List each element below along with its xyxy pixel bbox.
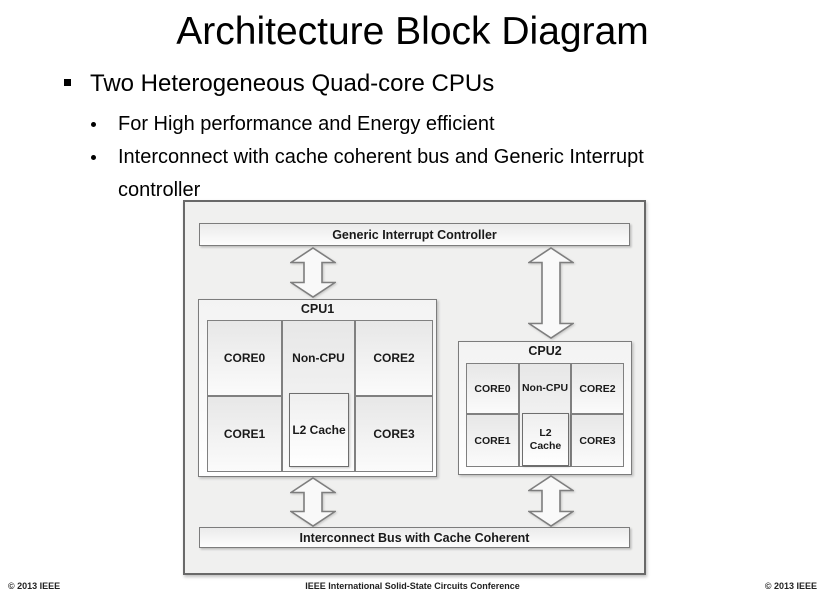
sub-bullet-text: Interconnect with cache coherent bus and…: [118, 146, 644, 201]
double-arrow-gic-cpu1: [290, 247, 336, 298]
dot-bullet-icon: [91, 122, 96, 127]
double-arrow-cpu1-bus: [290, 477, 336, 527]
cpu1-core1-cell: CORE1: [207, 396, 282, 472]
cpu2-core2-cell: CORE2: [571, 363, 624, 414]
cpu2-label: CPU2: [528, 344, 562, 358]
square-bullet-icon: [64, 79, 71, 86]
cpu1-core3-cell: CORE3: [355, 396, 433, 472]
sub-bullet-list: For High performance and Energy efficien…: [91, 108, 666, 207]
dot-bullet-icon: [91, 155, 96, 160]
footer-copyright-left: © 2013 IEEE: [8, 581, 61, 591]
slide-title: Architecture Block Diagram: [176, 10, 649, 53]
footer-copyright-right: © 2013 IEEE: [764, 581, 817, 591]
cpu2-l2-cache-box: L2 Cache: [522, 413, 569, 466]
cpu2-core1-cell: CORE1: [466, 414, 519, 467]
cpu2-block: CPU2 CORE0 Non-CPU CORE2 CORE1 CORE3 L2 …: [458, 341, 632, 475]
cpu2-core3-cell: CORE3: [571, 414, 624, 467]
bullet-level1-text: Two Heterogeneous Quad-core CPUs: [90, 70, 495, 97]
bullet-level1: Two Heterogeneous Quad-core CPUs: [63, 70, 710, 97]
interconnect-bus-label: Interconnect Bus with Cache Coherent: [299, 530, 530, 545]
architecture-diagram: Generic Interrupt Controller CPU1 CORE0 …: [183, 200, 646, 575]
double-arrow-cpu2-bus: [528, 475, 574, 527]
cpu1-l2-cache-box: L2 Cache: [289, 393, 349, 467]
cpu1-core0-cell: CORE0: [207, 320, 282, 396]
generic-interrupt-controller-box: Generic Interrupt Controller: [199, 223, 630, 246]
sub-bullet-item: For High performance and Energy efficien…: [91, 108, 666, 141]
footer-conference-name: IEEE International Solid-State Circuits …: [305, 581, 520, 591]
cpu1-label: CPU1: [300, 302, 335, 316]
cpu2-core0-cell: CORE0: [466, 363, 519, 414]
gic-label: Generic Interrupt Controller: [332, 227, 497, 242]
cpu2-noncpu-label: Non-CPU: [521, 382, 569, 394]
double-arrow-gic-cpu2: [528, 247, 574, 339]
cpu1-block: CPU1 CORE0 Non-CPU CORE2 CORE1 CORE3 L2 …: [198, 299, 437, 477]
cpu1-core2-cell: CORE2: [355, 320, 433, 396]
sub-bullet-text: For High performance and Energy efficien…: [118, 113, 495, 135]
interconnect-bus-box: Interconnect Bus with Cache Coherent: [199, 527, 630, 548]
cpu1-noncpu-label: Non-CPU: [292, 351, 345, 365]
sub-bullet-item: Interconnect with cache coherent bus and…: [91, 141, 666, 207]
